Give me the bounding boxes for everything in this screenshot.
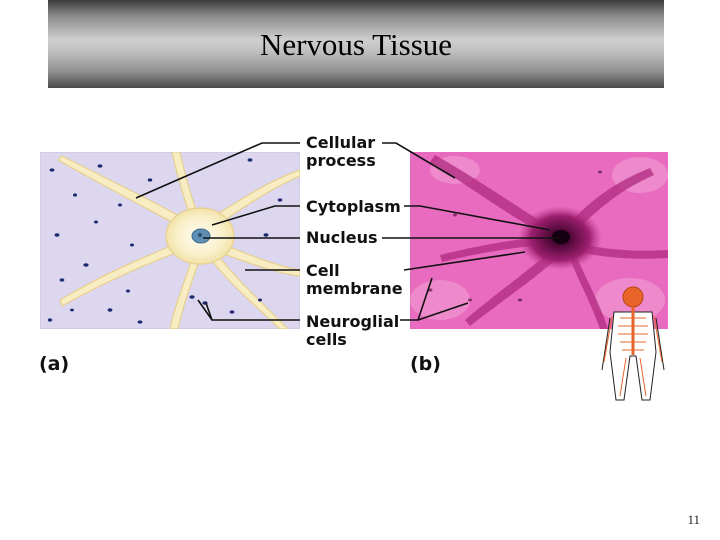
panel-b-label: (b) bbox=[410, 353, 441, 375]
title-banner: Nervous Tissue bbox=[48, 0, 664, 88]
leader-lines bbox=[135, 142, 560, 321]
panel-a-label: (a) bbox=[39, 353, 70, 375]
page-number: 11 bbox=[687, 512, 700, 527]
slide-title: Nervous Tissue bbox=[259, 27, 453, 62]
neuroglial-dots bbox=[47, 158, 283, 324]
neuron-processes bbox=[57, 152, 300, 329]
label-nucleus: Nucleus bbox=[306, 228, 378, 247]
label-cytoplasm: Cytoplasm bbox=[306, 197, 401, 216]
body-icon bbox=[601, 286, 665, 401]
stained-nucleus bbox=[552, 230, 570, 244]
panel-a-illustration bbox=[40, 152, 300, 329]
